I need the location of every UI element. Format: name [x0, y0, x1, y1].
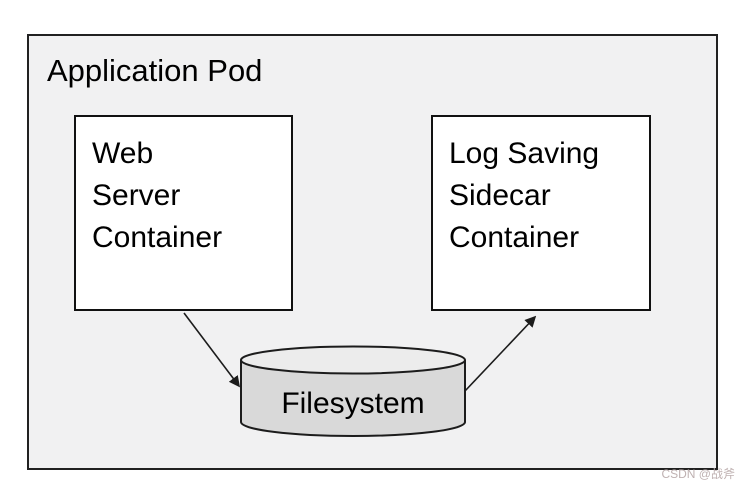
node-label-line: Log Saving — [449, 137, 600, 170]
node-label-line: Container — [92, 221, 223, 254]
node-label-line: Container — [449, 221, 580, 254]
cylinder-top — [240, 345, 466, 375]
node-web-server-container: Web Server Container — [74, 115, 293, 311]
csdn-watermark: CSDN @战斧 — [661, 467, 735, 481]
application-pod-title: Application Pod — [47, 53, 263, 88]
node-label-line: Web — [92, 137, 154, 170]
cylinder-body — [240, 360, 466, 437]
node-label-line: Server — [92, 179, 181, 212]
filesystem-cylinder-icon — [240, 345, 466, 437]
filesystem-label: Filesystem — [281, 387, 425, 420]
node-log-saving-sidecar-container: Log Saving Sidecar Container — [431, 115, 651, 311]
node-label-line: Sidecar — [449, 179, 551, 212]
